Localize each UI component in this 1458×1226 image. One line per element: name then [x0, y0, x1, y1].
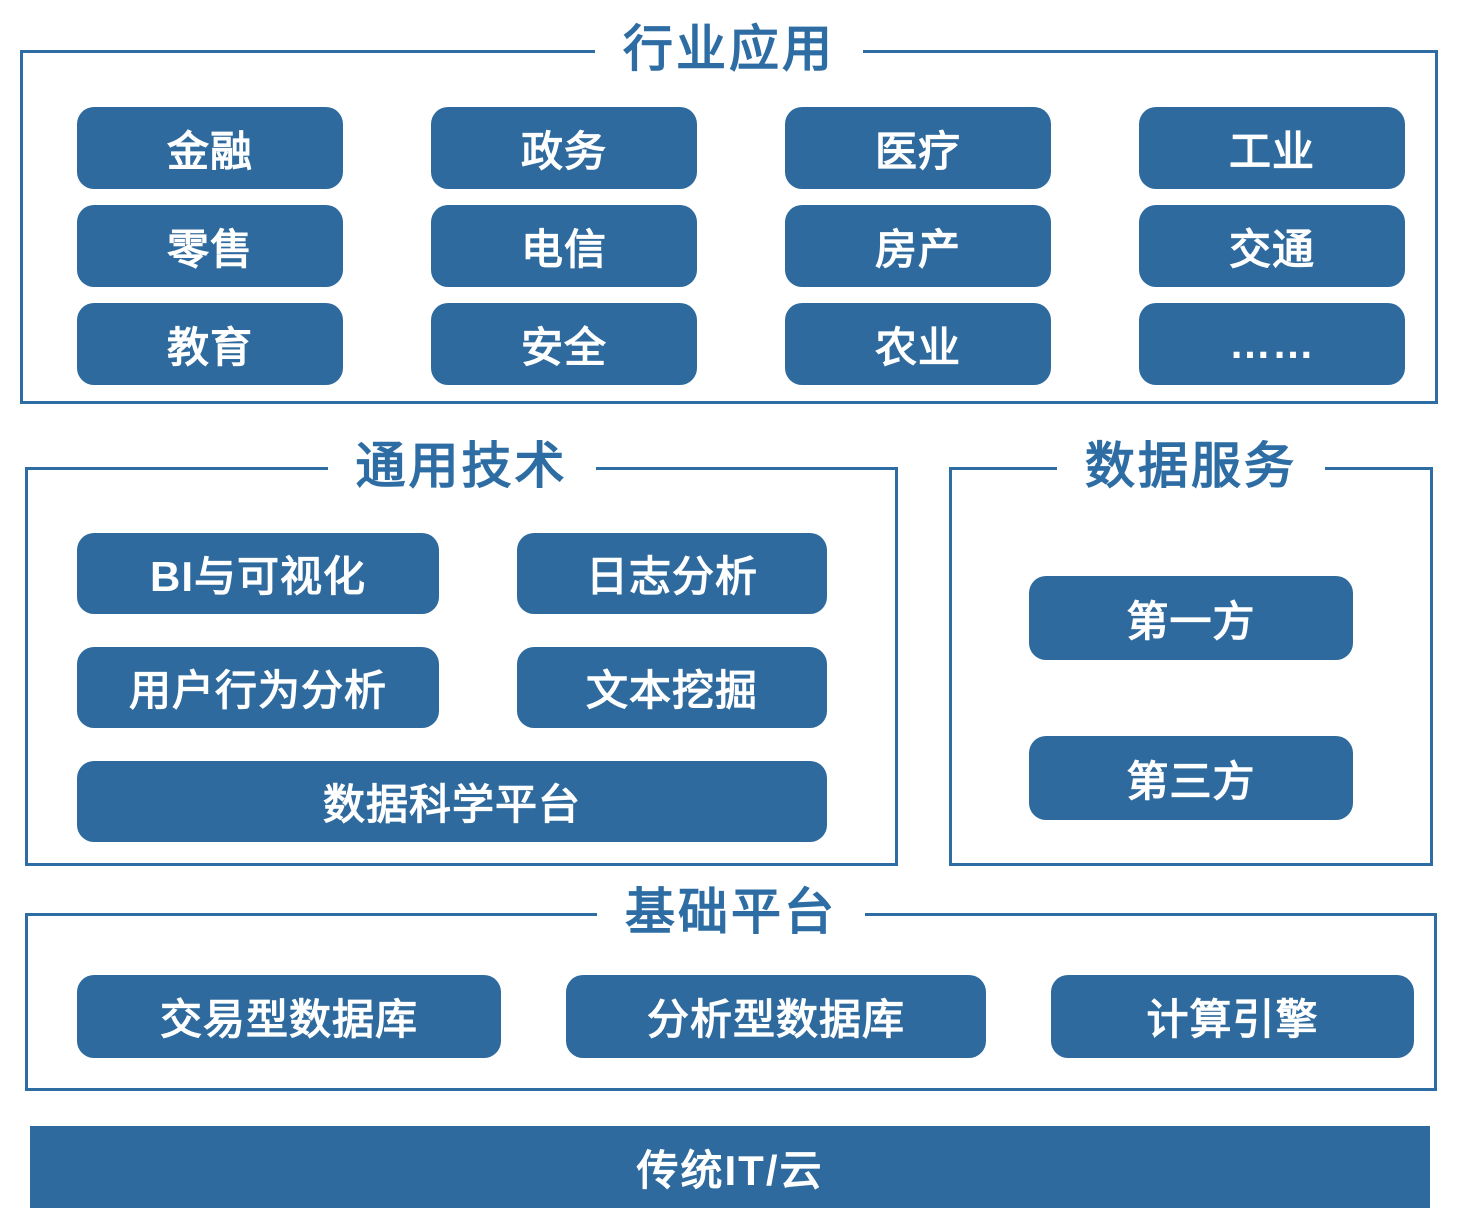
industry-item-retail: 零售	[77, 205, 343, 287]
infrastructure-bar: 传统IT/云	[30, 1126, 1430, 1208]
tech-item-bi-visualization: BI与可视化	[77, 533, 439, 614]
industry-section: 行业应用 金融 政务 医疗 工业 零售 电信 房产 交通 教育 安全 农业 ……	[20, 17, 1438, 404]
technology-section: 通用技术 BI与可视化 日志分析 用户行为分析 文本挖掘 数据科学平台	[25, 434, 898, 866]
tech-item-text-mining: 文本挖掘	[517, 647, 827, 728]
industry-item-medical: 医疗	[785, 107, 1051, 189]
data-item-third-party: 第三方	[1029, 736, 1353, 820]
data-item-first-party: 第一方	[1029, 576, 1353, 660]
industry-item-finance: 金融	[77, 107, 343, 189]
tech-item-user-behavior: 用户行为分析	[77, 647, 439, 728]
industry-item-security: 安全	[431, 303, 697, 385]
data-services-section-title: 数据服务	[1057, 434, 1325, 498]
industry-grid: 金融 政务 医疗 工业 零售 电信 房产 交通 教育 安全 农业 ……	[77, 107, 1405, 385]
platform-section: 基础平台 交易型数据库 分析型数据库 计算引擎	[25, 880, 1437, 1091]
industry-item-transport: 交通	[1139, 205, 1405, 287]
tech-item-log-analysis: 日志分析	[517, 533, 827, 614]
data-services-column: 第一方 第三方	[952, 576, 1430, 820]
industry-item-telecom: 电信	[431, 205, 697, 287]
technology-grid: BI与可视化 日志分析 用户行为分析 文本挖掘 数据科学平台	[77, 533, 827, 842]
industry-item-industrial: 工业	[1139, 107, 1405, 189]
industry-item-government: 政务	[431, 107, 697, 189]
industry-item-agriculture: 农业	[785, 303, 1051, 385]
industry-section-title: 行业应用	[595, 17, 863, 81]
technology-section-title: 通用技术	[327, 434, 596, 498]
platform-item-compute-engine: 计算引擎	[1051, 975, 1414, 1058]
data-services-section: 数据服务 第一方 第三方	[949, 434, 1433, 866]
platform-item-transactional-db: 交易型数据库	[77, 975, 501, 1058]
platform-row: 交易型数据库 分析型数据库 计算引擎	[77, 975, 1414, 1058]
industry-item-more: ……	[1139, 303, 1405, 385]
platform-section-title: 基础平台	[597, 880, 865, 944]
industry-item-realestate: 房产	[785, 205, 1051, 287]
platform-item-analytical-db: 分析型数据库	[566, 975, 986, 1058]
industry-item-education: 教育	[77, 303, 343, 385]
tech-item-data-science-platform: 数据科学平台	[77, 761, 827, 842]
